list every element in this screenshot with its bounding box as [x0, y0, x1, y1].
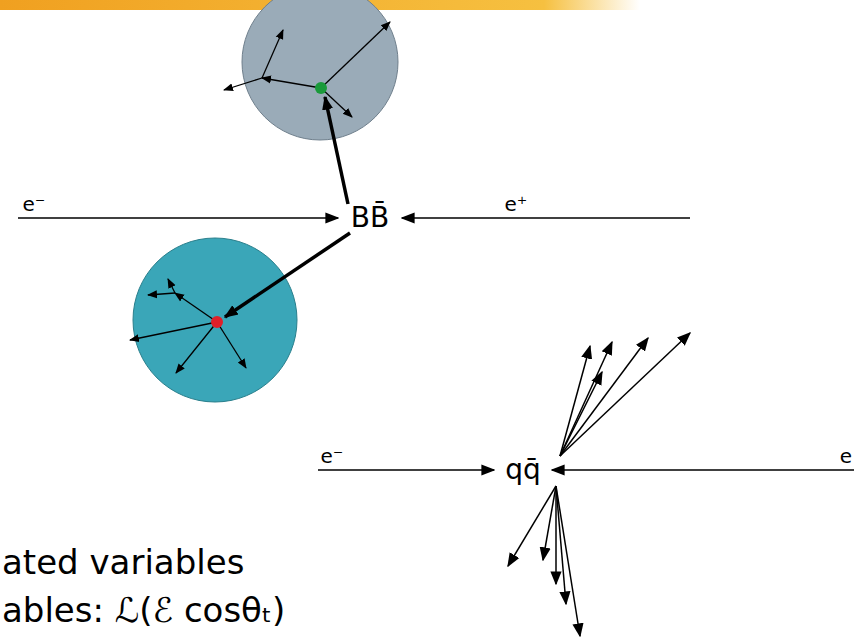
b-flight-arrow: [225, 97, 350, 317]
pair-label: qq̄: [505, 455, 541, 486]
note-text: ables: ℒ(ℰ cosθₜ): [2, 592, 285, 629]
note-text: ated variables: [2, 544, 244, 581]
particle-label: e: [840, 445, 852, 467]
decay-vertex: [315, 82, 327, 94]
particle-label: e⁻: [321, 445, 344, 467]
decay-tracks: [224, 22, 390, 117]
b-decay-region: [133, 238, 297, 402]
beam-line: [318, 469, 854, 471]
b-decay-region: [242, 0, 398, 140]
decay-vertex: [211, 316, 223, 328]
pair-label: BB̄: [351, 203, 389, 234]
decay-tracks: [130, 279, 246, 373]
particle-label: e⁻: [23, 193, 46, 215]
particle-label: e⁺: [505, 193, 528, 215]
